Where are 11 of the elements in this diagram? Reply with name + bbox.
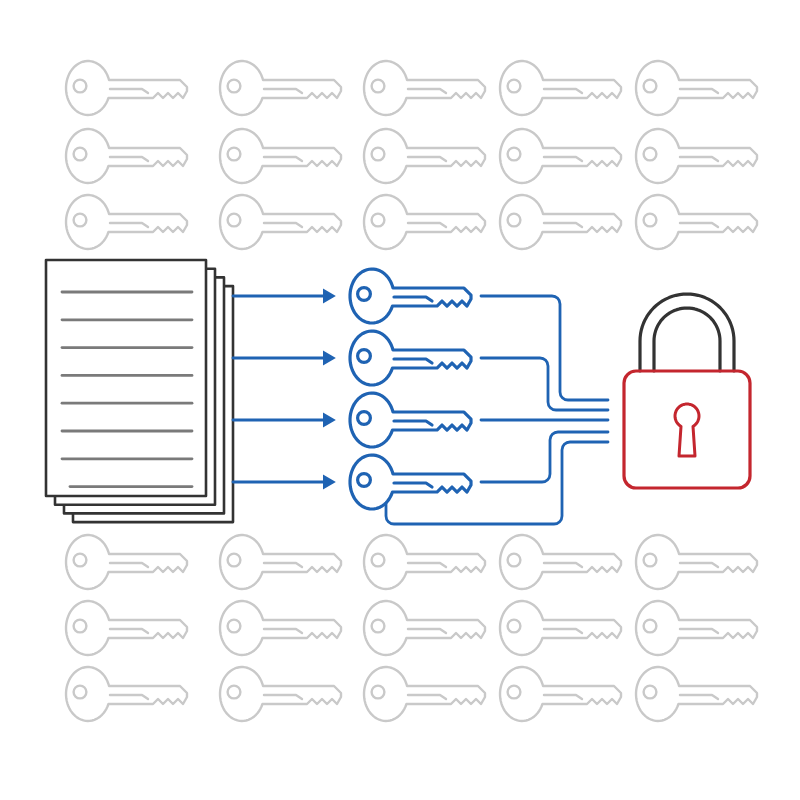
connector-line <box>479 418 610 422</box>
connector-line <box>479 430 610 484</box>
key-icon <box>348 453 473 511</box>
connector-line <box>384 440 610 526</box>
key-icon <box>348 391 473 449</box>
key-icon <box>348 267 473 325</box>
connector-line <box>479 356 610 412</box>
document-stack <box>44 258 235 524</box>
key-icon <box>348 329 473 387</box>
padlock-icon <box>622 292 752 490</box>
connector-line <box>479 294 610 402</box>
